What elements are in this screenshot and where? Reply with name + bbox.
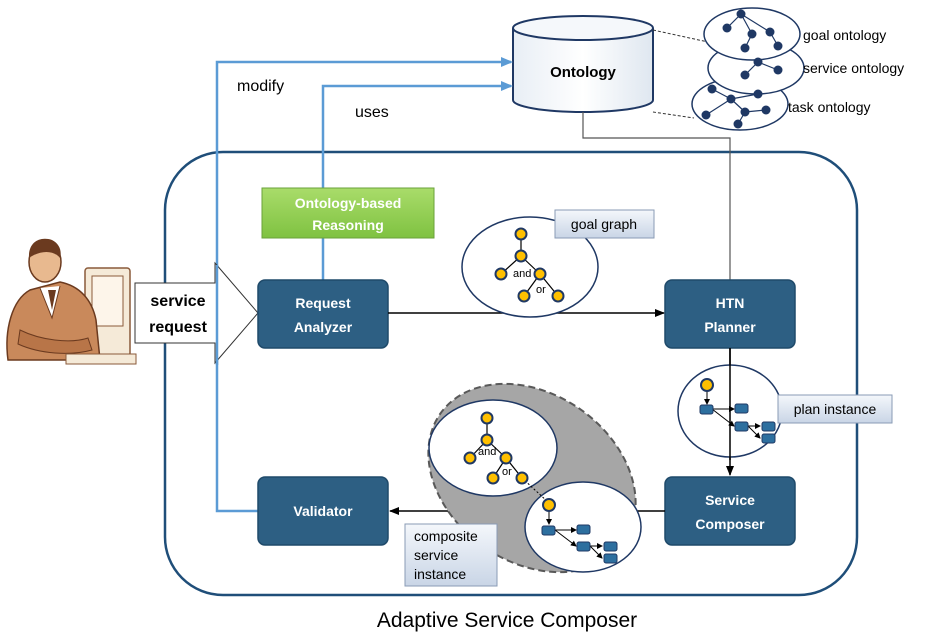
composite-line1: composite: [414, 528, 478, 544]
goal-graph: and or: [461, 216, 599, 318]
user-illustration: [6, 238, 137, 365]
goal-and-label: and: [513, 268, 531, 280]
composite-line2: service: [414, 547, 459, 563]
reasoning-line1: Ontology-based: [295, 195, 402, 211]
service-request-arrow: service request: [134, 261, 259, 365]
validator-label: Validator: [293, 503, 353, 519]
goal-or-label: or: [536, 284, 546, 296]
htn-planner-box: HTN Planner: [664, 279, 796, 349]
composite-line3: instance: [414, 566, 466, 582]
service-composer-line2: Composer: [695, 516, 765, 532]
service-composer-line1: Service: [705, 492, 755, 508]
composite-instance-group: and or: [427, 382, 642, 574]
ontology-reasoning-box: Ontology-based Reasoning: [261, 187, 435, 239]
service-request-line2: request: [149, 319, 207, 336]
composite-or-label: or: [502, 466, 512, 478]
reasoning-line2: Reasoning: [312, 217, 384, 233]
request-analyzer-box: Request Analyzer: [257, 279, 389, 349]
ontology-database: Ontology: [512, 15, 654, 113]
ontology-to-planner-line: [582, 112, 731, 280]
request-analyzer-line2: Analyzer: [294, 319, 353, 335]
dashed-connector: [652, 111, 695, 119]
service-ontology-label: service ontology: [803, 60, 904, 76]
goal-graph-label: goal graph: [571, 216, 637, 232]
htn-planner-line1: HTN: [716, 295, 745, 311]
service-request-line1: service: [150, 293, 205, 310]
composer-title: Adaptive Service Composer: [377, 609, 637, 632]
plan-instance-graph: [677, 348, 783, 460]
uses-label: uses: [355, 104, 389, 121]
modify-label: modify: [237, 78, 284, 95]
composite-instance-callout: composite service instance: [404, 523, 498, 587]
dashed-connector: [652, 29, 709, 43]
request-analyzer-line1: Request: [295, 295, 351, 311]
ontology-label: Ontology: [550, 64, 616, 81]
validator-box: Validator: [257, 476, 389, 546]
goal-graph-callout: goal graph: [554, 209, 655, 239]
plan-instance-label: plan instance: [794, 401, 877, 417]
service-composer-box: Service Composer: [664, 476, 796, 546]
plan-instance-callout: plan instance: [777, 394, 893, 424]
goal-ontology-label: goal ontology: [803, 27, 886, 43]
ontology-graph-stack: [691, 7, 805, 131]
composite-and-label: and: [478, 446, 496, 458]
htn-planner-line2: Planner: [704, 319, 756, 335]
task-ontology-label: task ontology: [788, 99, 871, 115]
